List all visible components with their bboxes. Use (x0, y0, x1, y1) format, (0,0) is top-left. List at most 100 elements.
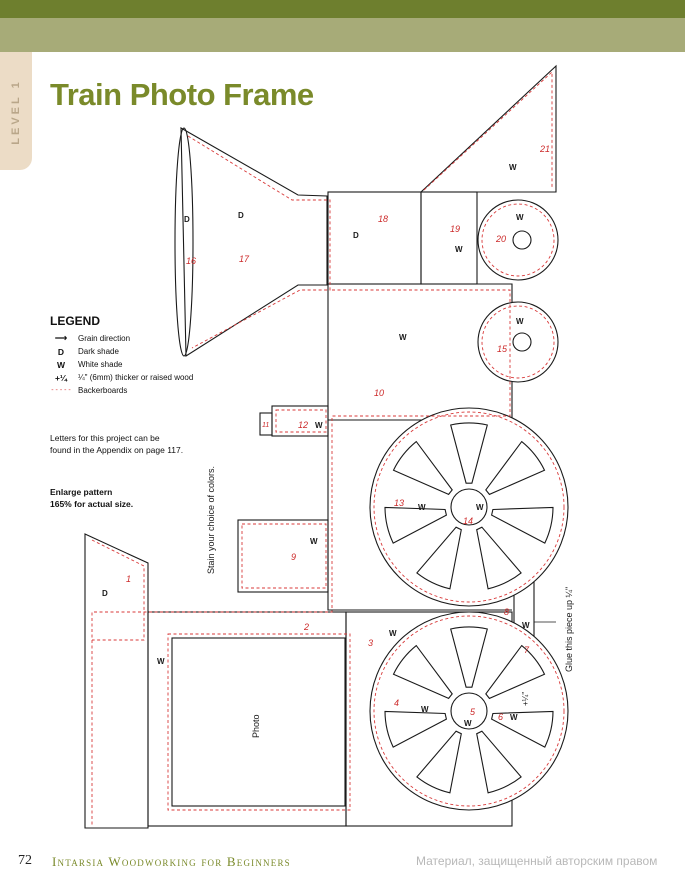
grain-arrow-icon: ⟶ (54, 333, 68, 343)
piece-number: 18 (378, 214, 388, 224)
spokes-front (384, 422, 554, 590)
legend-item: - - - - - Backerboards (50, 384, 193, 397)
shade-letter: W (510, 713, 518, 722)
shade-letter: W (464, 719, 472, 728)
axle-15 (512, 332, 532, 352)
legend-label: Dark shade (78, 347, 119, 356)
piece-number: 17 (239, 254, 250, 264)
shade-letter: D (102, 589, 108, 598)
dome-piece (327, 191, 422, 285)
shade-letter: D (353, 231, 359, 240)
level-tab (0, 52, 32, 170)
piece-1 (84, 533, 149, 829)
shade-letter: W (418, 503, 426, 512)
wheel-spoke (490, 506, 554, 544)
piece-number: 10 (374, 388, 384, 398)
header-band (0, 18, 685, 52)
shade-letter: W (516, 317, 524, 326)
shade-letter: W (421, 705, 429, 714)
piece-12 (271, 405, 329, 437)
stain-note: Stain your choice of colors. (206, 466, 216, 574)
axle-20 (512, 230, 532, 250)
cab-window-piece (420, 191, 478, 285)
legend-item: W White shade (50, 358, 193, 371)
piece-number: 21 (539, 144, 550, 154)
piece-number: 13 (394, 498, 404, 508)
shade-letter: W (399, 333, 407, 342)
piece-9 (237, 519, 329, 593)
backer-wheel-15 (481, 305, 555, 379)
shade-letter: W (516, 213, 524, 222)
wheel-spoke (450, 626, 488, 688)
piece-number: 11 (262, 422, 269, 429)
wheel-spoke (490, 710, 554, 748)
piece-number: 16 (186, 256, 196, 266)
legend-label: Backerboards (78, 386, 128, 395)
piece-number: 2 (303, 622, 309, 632)
backer-roof (423, 70, 553, 191)
piece-2 (147, 611, 347, 827)
wheel-spoke (485, 440, 546, 496)
shade-letter: W (310, 537, 318, 546)
wheel-15 (477, 301, 559, 383)
shade-letter: D (238, 211, 244, 220)
legend-item: +¼ ¼" (6mm) thicker or raised wood (50, 371, 193, 384)
wheel-spoke (450, 422, 488, 484)
legend-item: ⟶ Grain direction (50, 332, 193, 345)
dashed-line-icon: - - - - - (51, 387, 71, 394)
shade-letter: W (315, 421, 323, 430)
letters-note-line: found in the Appendix on page 117. (50, 445, 184, 455)
piece-number: 9 (291, 552, 296, 562)
piece-number: 1 (126, 574, 131, 584)
boiler-lower (327, 420, 512, 611)
big-wheel-front (369, 407, 569, 607)
backer-front (91, 539, 145, 641)
piece-number: 8 (504, 607, 509, 617)
piece-number: 6 (498, 712, 503, 722)
legend-label: ¼" (6mm) thicker or raised wood (78, 373, 194, 382)
backer-wheel-rear (373, 615, 565, 807)
wheel-spoke (476, 730, 522, 794)
piece-number: 12 (298, 420, 308, 430)
top-bar (0, 0, 685, 18)
letters-note-line: Letters for this project can be (50, 433, 160, 443)
funnel-rim (174, 127, 194, 357)
funnel-piece (180, 127, 328, 357)
letters-note: Letters for this project can be found in… (50, 432, 183, 456)
legend-symbol: D (57, 346, 65, 357)
hub-front (450, 488, 488, 526)
backer-wheel-front (373, 411, 565, 603)
shade-letter: W (455, 245, 463, 254)
raised-label: +¼" (521, 692, 530, 706)
legend-symbol: +¼ (54, 372, 68, 383)
piece-number: 15 (497, 344, 508, 354)
backer-wheel-20 (481, 203, 555, 277)
legend-item: D Dark shade (50, 345, 193, 358)
wheel-spoke (392, 644, 453, 700)
legend: LEGEND ⟶ Grain direction D Dark shade W … (50, 314, 193, 397)
wheel-spoke (384, 506, 448, 544)
legend-symbol: W (56, 359, 66, 370)
backer-9 (241, 523, 327, 589)
piece-number: 14 (463, 516, 473, 526)
wheel-spoke (416, 730, 462, 794)
spokes-rear (384, 626, 554, 794)
wheel-spoke (476, 526, 522, 590)
page-title: Train Photo Frame (50, 77, 314, 112)
legend-title: LEGEND (50, 314, 101, 328)
shade-letter: W (509, 163, 517, 172)
shade-letter: W (522, 621, 530, 630)
enlarge-note: Enlarge pattern 165% for actual size. (50, 486, 133, 510)
backer-photo (167, 633, 351, 811)
legend-label: Grain direction (78, 334, 131, 343)
piece-number: 4 (394, 698, 399, 708)
enlarge-note-line: 165% for actual size. (50, 499, 134, 509)
piece-number: 5 (470, 707, 476, 717)
piece-number: 20 (495, 234, 506, 244)
cab-roof-piece (419, 64, 557, 193)
backer-body (91, 289, 511, 826)
wheel-spoke (392, 440, 453, 496)
legend-label: White shade (78, 360, 123, 369)
wheel-spoke (384, 710, 448, 748)
